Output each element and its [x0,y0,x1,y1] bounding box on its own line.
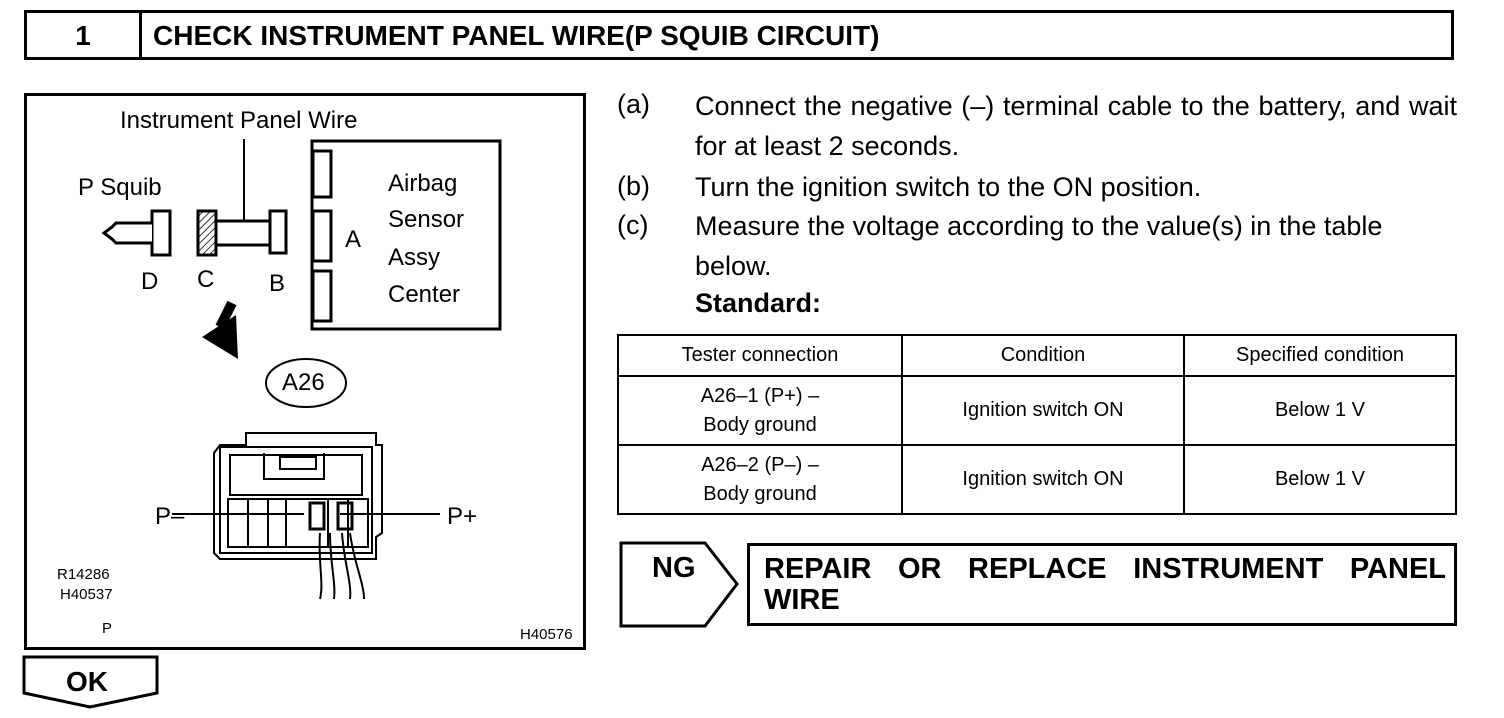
connection-line-2: Body ground [703,482,817,505]
down-arrow-icon [202,315,238,359]
wire-body [214,219,272,247]
pin-plus-label: P+ [447,503,478,530]
step-number: 1 [27,13,142,57]
connection-line-1: A26–1 (P+) – [700,384,820,407]
sensor-pin-1 [311,149,333,199]
connector-id-ellipse [265,358,347,408]
connection-line-1: A26–2 (P–) – [701,453,819,476]
connector-figure [24,93,586,650]
col-header-specified-condition: Specified condition [1183,334,1457,377]
connector-id-label: A26 [282,369,325,396]
connector-c [196,209,218,257]
standard-label: Standard: [695,288,822,318]
table-row: A26–2 (P–) – Body ground Ignition switch … [617,444,1457,515]
ok-pointer-shape [22,655,159,709]
connector-face-a26 [213,432,383,600]
connector-d-label: D [141,268,159,295]
figure-code-1: R14286 [57,566,110,583]
step-header: 1 CHECK INSTRUMENT PANEL WIRE(P SQUIB CI… [24,10,1454,60]
step-c-letter: (c) [617,210,649,240]
pin-minus-label: P– [155,503,185,530]
step-title: CHECK INSTRUMENT PANEL WIRE(P SQUIB CIRC… [153,20,880,51]
airbag-sensor-label-2: Sensor [388,206,465,233]
ng-label: NG [652,552,696,584]
col-header-condition: Condition [901,334,1185,377]
step-a-letter: (a) [617,89,650,119]
connector-b [268,209,288,255]
specified-condition-cell: Below 1 V [1183,375,1457,446]
condition-cell: Ignition switch ON [901,444,1185,515]
airbag-sensor-label-3: Assy [388,244,441,271]
p-squib-label: P Squib [78,174,162,201]
sensor-pin-3 [311,269,333,323]
spec-table: Tester connection Condition Specified co… [617,334,1457,515]
wiring-diagram [101,139,502,600]
connector-b-label: B [269,270,286,297]
ng-result-line-1: REPAIR OR REPLACE INSTRUMENT PANEL [764,553,1446,585]
col-header-tester-connection: Tester connection [617,334,903,377]
squib-plug [101,221,152,245]
figure-code-2: H40537 [60,586,113,603]
step-b-text: Turn the ignition switch to the ON posit… [695,172,1202,202]
ng-pointer-shape [619,541,739,628]
step-a-text: Connect the negative (–) terminal cable … [695,91,1457,161]
ok-label: OK [66,666,108,697]
step-c-text: Measure the voltage according to the val… [695,211,1383,281]
table-row: A26–1 (P+) – Body ground Ignition switch … [617,375,1457,446]
connector-d [150,209,172,257]
connector-a-label: A [345,226,362,253]
table-header-row: Tester connection Condition Specified co… [617,334,1457,377]
connector-c-label: C [197,266,215,293]
ng-result-line-2: WIRE [764,584,840,616]
step-b-letter: (b) [617,171,650,201]
ng-result-box: REPAIR OR REPLACE INSTRUMENT PANEL WIRE [747,543,1457,626]
tester-connection-cell: A26–2 (P–) – Body ground [617,444,903,515]
condition-cell: Ignition switch ON [901,375,1185,446]
airbag-sensor-label-1: Airbag [388,170,458,197]
specified-condition-cell: Below 1 V [1183,444,1457,515]
sensor-pin-2 [311,209,333,263]
figure-code-p: P [102,620,113,637]
airbag-sensor-label-4: Center [388,281,461,308]
instrument-panel-wire-label: Instrument Panel Wire [120,107,358,134]
connection-line-2: Body ground [703,413,817,436]
tester-connection-cell: A26–1 (P+) – Body ground [617,375,903,446]
figure-code-main: H40576 [520,626,573,643]
